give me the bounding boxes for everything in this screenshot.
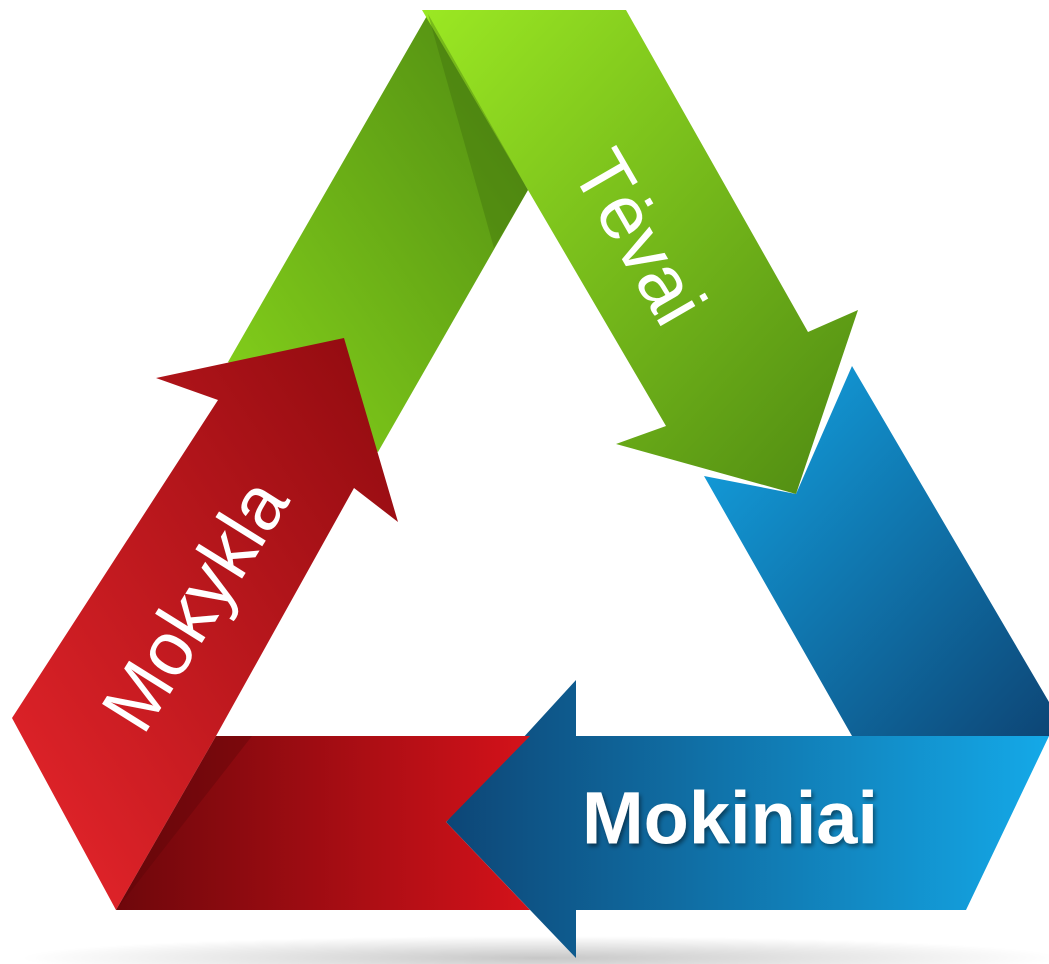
red-band-left <box>12 338 398 910</box>
red-band-bottom <box>116 736 530 910</box>
green-band-left <box>228 14 528 452</box>
green-band-right <box>422 10 858 494</box>
blue-band-right <box>704 366 1049 736</box>
fold-shade-top <box>428 14 528 248</box>
fold-shade-bottom-left <box>116 736 252 910</box>
blue-band-bottom <box>446 680 1049 958</box>
floor-shadow <box>20 936 1049 964</box>
label-students: Mokiniai <box>582 777 878 860</box>
